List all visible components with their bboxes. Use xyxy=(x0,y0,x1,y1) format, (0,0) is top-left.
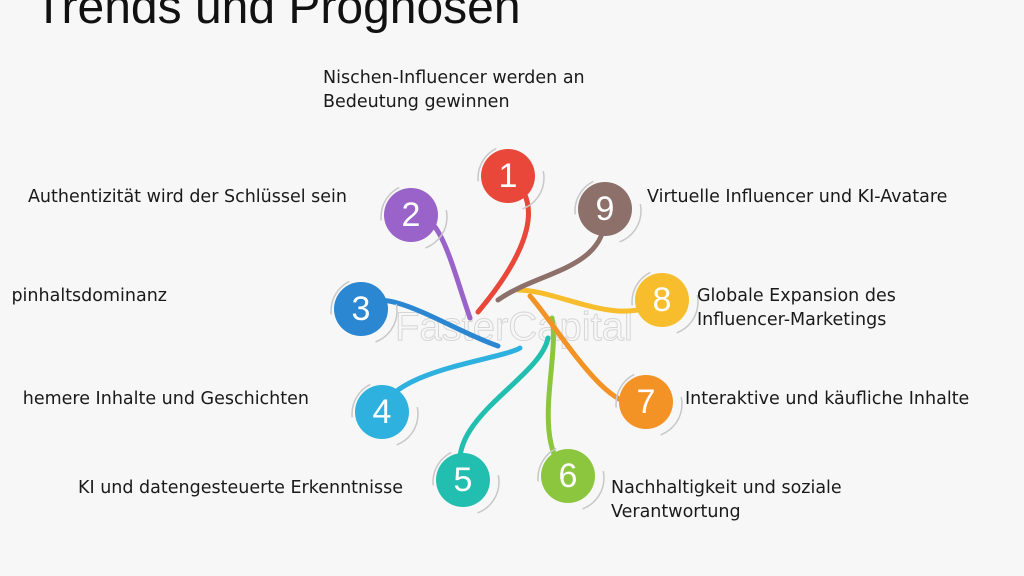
number-1: 1 xyxy=(499,157,518,195)
label-1-line-2: Bedeutung gewinnen xyxy=(323,92,510,112)
circle-shadow-arc-5 xyxy=(432,448,500,516)
number-4: 4 xyxy=(373,393,392,431)
label-1: Nischen-Influencer werden an Bedeutung g… xyxy=(323,66,585,114)
label-8-line-1: Globale Expansion des xyxy=(697,286,896,306)
number-5: 5 xyxy=(454,461,473,499)
label-5: KI und datengesteuerte Erkenntnisse xyxy=(78,478,403,498)
circle-shadow-arc-9 xyxy=(574,177,642,245)
label-3: pinhaltsdominanz xyxy=(11,286,167,306)
label-7: Interaktive und käufliche Inhalte xyxy=(685,389,970,409)
number-7: 7 xyxy=(637,383,656,421)
slide-title: Trends und Prognosen xyxy=(34,0,521,34)
label-9: Virtuelle Influencer und KI-Avatare xyxy=(647,187,948,207)
number-circle-2 xyxy=(384,188,438,242)
circle-shadow-arc-8 xyxy=(631,268,699,336)
number-3: 3 xyxy=(352,290,371,328)
number-circle-8 xyxy=(635,273,689,327)
number-8: 8 xyxy=(653,281,672,319)
label-1-line-1: Nischen-Influencer werden an xyxy=(323,68,585,88)
watermark: FasterCapital xyxy=(395,305,633,349)
circle-shadow-arc-4 xyxy=(351,380,419,448)
circle-shadow-arc-2 xyxy=(380,183,448,251)
circle-shadow-arc-7 xyxy=(615,370,683,438)
number-6: 6 xyxy=(559,457,578,495)
number-circle-7 xyxy=(619,375,673,429)
number-circle-5 xyxy=(436,453,490,507)
circle-shadow-arc-6 xyxy=(537,444,605,512)
circle-shadow-arc-1 xyxy=(477,144,545,212)
label-2: Authentizität wird der Schlüssel sein xyxy=(27,187,347,207)
number-circle-4 xyxy=(355,385,409,439)
number-circle-6 xyxy=(541,449,595,503)
label-6-line-2: Verantwortung xyxy=(611,502,741,522)
circle-shadow-arc-3 xyxy=(330,277,398,345)
number-2: 2 xyxy=(402,196,421,234)
number-circle-9 xyxy=(578,182,632,236)
number-circle-3 xyxy=(334,282,388,336)
label-8: Globale Expansion des Influencer-Marketi… xyxy=(697,284,896,332)
label-8-line-2: Influencer-Marketings xyxy=(697,310,887,330)
label-4: hemere Inhalte und Geschichten xyxy=(22,389,309,409)
number-circle-1 xyxy=(481,149,535,203)
label-6-line-1: Nachhaltigkeit und soziale xyxy=(611,478,842,498)
label-6: Nachhaltigkeit und soziale Verantwortung xyxy=(611,476,842,524)
number-9: 9 xyxy=(596,190,615,228)
